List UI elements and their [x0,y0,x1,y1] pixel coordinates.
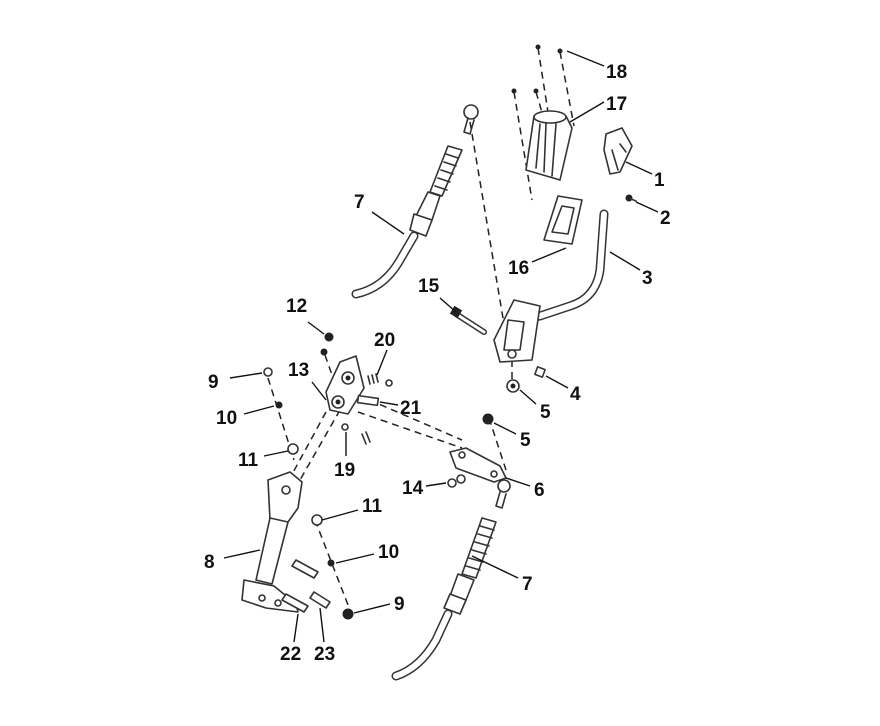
callout-1: 1 [654,170,665,191]
callout-12: 12 [286,296,307,317]
callout-9-upper: 9 [208,372,219,393]
part-5-washer-upper [506,379,520,393]
callout-7-lower: 7 [522,574,533,595]
callout-2: 2 [660,208,671,229]
part-10-nut-lower [327,559,335,567]
part-22-bolts [281,559,319,613]
part-2-screw [625,194,637,202]
callout-11-upper: 11 [238,450,259,471]
callout-10-upper: 10 [216,408,237,429]
part-18-screws [511,44,563,94]
callout-3: 3 [642,268,653,289]
callout-11-lower: 11 [362,496,383,517]
callout-22: 22 [280,644,301,665]
part-7-cable-upper [351,104,479,299]
part-3-shift-lever [493,209,609,363]
callout-4: 4 [570,384,581,405]
callout-10-lower: 10 [378,542,399,563]
part-19-pin-spring [341,423,371,445]
part-14-nuts [447,474,466,488]
callout-7-upper: 7 [354,192,365,213]
part-8-pedal-arm [241,471,303,613]
callout-9-lower: 9 [394,594,405,615]
part-1-shift-knob [603,127,633,175]
part-9-washer-upper [263,367,273,377]
callout-23: 23 [314,644,335,665]
callout-20: 20 [374,330,395,351]
part-7-cable-lower [391,479,511,681]
callout-17: 17 [606,94,627,115]
callout-13: 13 [288,360,309,381]
callout-6: 6 [534,480,545,501]
part-13-bracket [325,355,365,415]
callout-labels: 18 17 1 2 3 16 15 4 5 5 6 14 7 7 12 13 2… [204,62,671,665]
callout-15: 15 [418,276,440,297]
callout-14: 14 [402,478,424,499]
part-12-nuts [320,332,334,356]
part-15-bolt [449,305,487,335]
part-16-gasket-plate [543,195,583,245]
part-9-washer-lower [342,608,354,620]
part-21-pin [356,394,380,407]
part-11-bushing-upper [287,443,299,455]
callout-8: 8 [204,552,215,573]
callout-19: 19 [334,460,355,481]
callout-21: 21 [400,398,422,419]
part-17-shift-boot [525,110,573,181]
leader-lines [223,50,659,643]
part-5-washer-lower [482,413,494,425]
part-10-nut-upper [275,401,283,409]
callout-5-lower: 5 [520,430,531,451]
callout-16: 16 [508,258,529,279]
part-20-spring [367,373,393,387]
part-11-bushing-lower [311,514,323,526]
callout-5-upper: 5 [540,402,551,423]
part-4-bushing [534,366,546,378]
callout-18: 18 [606,62,627,83]
part-23-bolt [309,591,331,609]
